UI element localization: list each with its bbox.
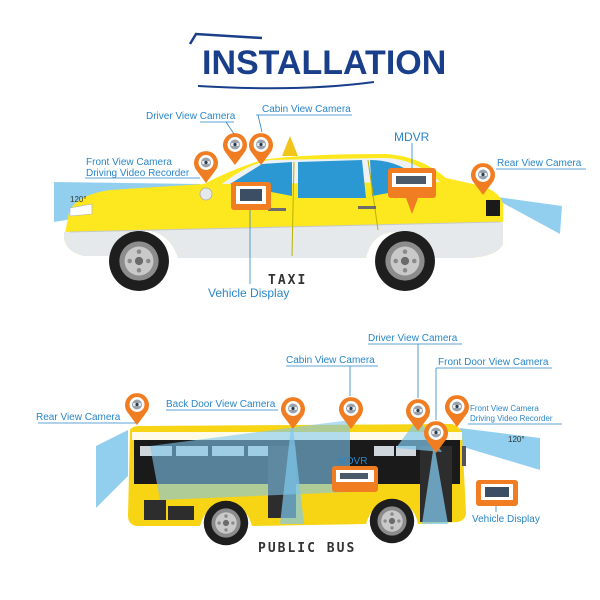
bus-rear-camera-icon [125, 393, 149, 425]
page-title: INSTALLATION [202, 44, 446, 82]
taxi-label-vehicle-display: Vehicle Display [208, 286, 289, 300]
bus-rear-wheel [203, 500, 249, 546]
taxi-illustration: Driver View Camera Cabin View Camera Fro… [54, 104, 586, 300]
bus-label-cabin-view-camera: Cabin View Camera [286, 355, 375, 366]
taxi-label-cabin-view-camera: Cabin View Camera [262, 104, 351, 115]
taxi-label-driver-view-camera: Driver View Camera [146, 111, 236, 122]
bus-illustration: Rear View Camera Back Door View Camera C… [36, 333, 562, 556]
taxi-lower-band [64, 222, 503, 258]
taxi-label-rear-view-camera: Rear View Camera [497, 158, 582, 169]
bus-label-driver-view-camera: Driver View Camera [368, 333, 458, 344]
taxi-fov-angle: 120° [70, 195, 87, 204]
bus-front-door-fov [422, 444, 448, 524]
bus-back-door-fov [280, 418, 304, 524]
bus-rear-fov [96, 430, 128, 508]
taxi-label-driving-video-recorder: Driving Video Recorder [86, 168, 190, 179]
bus-front-wheel [369, 498, 415, 544]
bus-front-fov [460, 428, 540, 470]
taxi-rear-wheel [375, 231, 435, 291]
taxi-rear-fov [490, 196, 562, 234]
bus-label-front-view-camera: Front View Camera [470, 404, 539, 413]
bus-fov-angle: 120° [508, 435, 525, 444]
taxi-front-wheel [109, 231, 169, 291]
bus-label-mdvr: MDVR [338, 456, 367, 467]
bus-cabin-fov [150, 420, 350, 500]
bus-label-back-door-view-camera: Back Door View Camera [166, 399, 276, 410]
taxi-label-front-view-camera: Front View Camera [86, 157, 172, 168]
taxi-roof-sign [282, 136, 298, 156]
bus-label-vehicle-display: Vehicle Display [472, 514, 540, 525]
bus-label-rear-view-camera: Rear View Camera [36, 412, 121, 423]
taxi-label-mdvr: MDVR [394, 130, 430, 144]
bus-back-door-camera-icon [281, 397, 305, 429]
taxi-mid-window [298, 160, 366, 198]
taxi-driver-camera-icon [223, 133, 247, 165]
bus-name: PUBLIC BUS [258, 541, 356, 556]
title-block: INSTALLATION [188, 32, 446, 90]
taxi-front-window [230, 162, 292, 196]
taxi-name: TAXI [268, 273, 307, 288]
bus-label-driving-video-recorder: Driving Video Recorder [470, 414, 553, 423]
bus-label-front-door-view-camera: Front Door View Camera [438, 357, 549, 368]
bus-front-camera-icon [445, 395, 469, 427]
